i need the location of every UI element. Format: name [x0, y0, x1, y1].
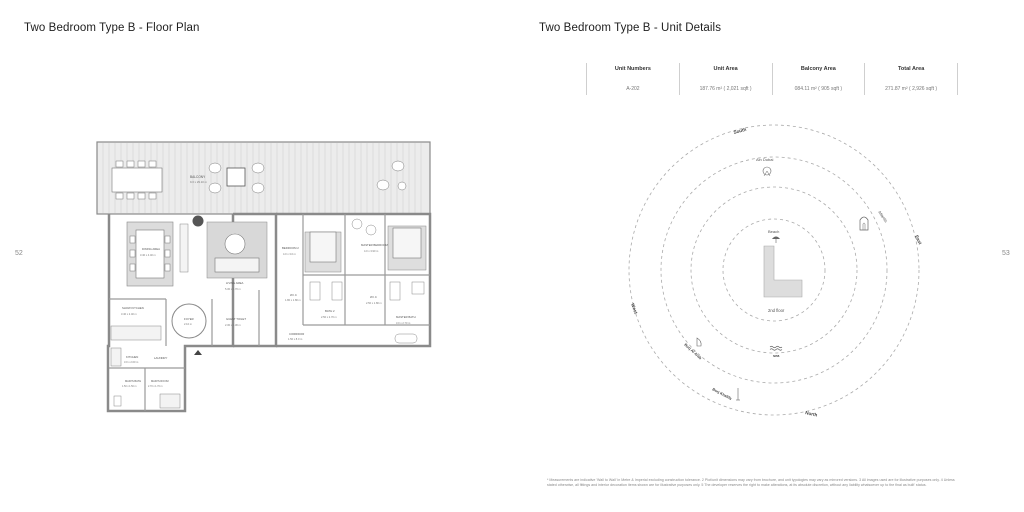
- page-title: Two Bedroom Type B - Floor Plan: [24, 22, 200, 34]
- dining-label: DINING AREA: [142, 247, 160, 251]
- show-kitchen-dim: 3.40 x 2.40 m: [121, 312, 137, 316]
- wic2-label: W.I.C: [370, 295, 377, 299]
- unit-number-column: Unit Numbers A-202: [586, 63, 679, 95]
- room-walls: [109, 214, 430, 411]
- master-label: MASTER BEDROOM: [361, 243, 389, 247]
- laundry-label: LAUNDRY: [154, 356, 167, 360]
- waves-icon: [769, 345, 783, 351]
- wic2-dim: 2.50 x 1.80 m: [366, 301, 382, 305]
- atlantis-label: Atlantis: [877, 210, 889, 224]
- bedroom2-label: BEDROOM 2: [282, 246, 299, 250]
- inner-ring: [690, 186, 858, 354]
- middle-ring: [660, 156, 888, 384]
- south-label: South: [733, 127, 747, 135]
- page-number: 52: [15, 250, 23, 257]
- kitchen-dim: 3.0 x 2.60 m: [124, 360, 138, 364]
- unit-area-column: Unit Area 187.76 m² ( 2,021 sqft ): [678, 63, 772, 95]
- outer-ring: [628, 124, 920, 416]
- bedroom2-dim: 4.0 x 3.0 m: [283, 252, 296, 256]
- page-title: Two Bedroom Type B - Unit Details: [539, 22, 722, 34]
- east-label: East: [914, 234, 923, 245]
- column-value: 187.76 m² ( 2,021 sqft ): [699, 86, 752, 92]
- bath2-label: BATH 2: [325, 309, 335, 313]
- foyer-dim: 2.10 m: [184, 322, 192, 326]
- wic-label: W.I.C: [290, 293, 297, 297]
- foyer-label: FOYER: [184, 317, 194, 321]
- balcony-label: BALCONY: [190, 175, 206, 179]
- page-number: 53: [1002, 250, 1010, 257]
- footnote: * Measurements are indicative 'Wall to W…: [547, 478, 955, 487]
- ain-dubai-label: Ain Dubai: [756, 157, 773, 162]
- maids-room-dim: 2.70 x 1.70 m: [148, 385, 163, 388]
- west-label: West: [630, 303, 639, 315]
- guest-toilet-label: GUEST TOILET: [226, 317, 246, 321]
- building-footprint: [763, 245, 803, 298]
- corridor-dim: 1.50 x 8.0 m: [288, 337, 302, 341]
- beach-label: Beach: [768, 229, 779, 234]
- sea-label: sea: [773, 354, 780, 358]
- balcony-area: BALCONY 9.0 x 29.10 m: [96, 141, 431, 215]
- column-value: A-202: [626, 86, 640, 92]
- atlantis-icon: [859, 216, 869, 231]
- floor-plan-page: Two Bedroom Type B - Floor Plan 52: [15, 22, 432, 413]
- maids-bath-dim: 1.50 x 1.50 m: [122, 385, 137, 388]
- guest-toilet-dim: 2.30 x 1.30 m: [225, 323, 241, 327]
- corridor-label: CORRIDOR: [289, 332, 304, 336]
- orientation-compass: 2nd floor Beach sea Ain Dubai: [628, 124, 923, 418]
- entrance-marker: [194, 350, 202, 355]
- bath2-dim: 2.50 x 2.70 m: [321, 315, 337, 319]
- ferris-wheel-icon: [762, 166, 772, 177]
- living-label: LIVING AREA: [226, 281, 244, 285]
- burj-al-arab-icon: [696, 337, 702, 347]
- balcony-area-column: Balcony Area 084.11 m² ( 905 sqft ): [771, 63, 865, 95]
- column-header: Unit Area: [713, 66, 738, 72]
- floor-plan-drawing: BALCONY 9.0 x 29.10 m: [96, 141, 432, 413]
- column-header: Total Area: [897, 66, 925, 72]
- apartment-outline: [106, 212, 432, 413]
- wic-dim: 1.80 x 1.80 m: [285, 298, 301, 302]
- show-kitchen-label: SHOW KITCHEN: [122, 306, 144, 310]
- burj-al-arab-label: Burj Al Arab: [683, 343, 702, 361]
- unit-details-page: Two Bedroom Type B - Unit Details 53 Uni…: [512, 0, 1024, 512]
- master-bath-label: MASTER BATH: [396, 315, 416, 319]
- burj-khalifa-icon: [736, 388, 740, 401]
- column-value: 084.11 m² ( 905 sqft ): [794, 86, 843, 92]
- kitchen-label: KITCHEN: [126, 355, 138, 359]
- unit-details-table: Unit Numbers A-202 Unit Area 187.76 m² (…: [586, 63, 958, 95]
- umbrella-icon: [772, 236, 780, 243]
- balcony-dim: 9.0 x 29.10 m: [190, 180, 208, 184]
- column-header: Unit Numbers: [614, 66, 651, 72]
- living-dim: 5.30 x 3.70 m: [225, 287, 241, 291]
- total-area-column: Total Area 271.87 m² ( 2,926 sqft ): [864, 63, 958, 95]
- dining-dim: 3.40 x 4.40 m: [140, 253, 156, 257]
- column-header: Balcony Area: [800, 66, 836, 72]
- maids-bath-label: MAID'S BATH: [125, 379, 141, 383]
- core-ring: [722, 218, 826, 322]
- master-bath-dim: 3.0 x 2.70 m: [396, 321, 410, 325]
- floor-label: 2nd floor: [768, 308, 785, 313]
- column-value: 271.87 m² ( 2,926 sqft ): [885, 86, 938, 92]
- maids-room-label: MAID'S ROOM: [151, 379, 169, 383]
- north-label: North: [805, 410, 818, 417]
- master-dim: 4.0 x 3.90 m: [364, 249, 378, 253]
- burj-khalifa-label: Burj Khalifa: [712, 387, 733, 401]
